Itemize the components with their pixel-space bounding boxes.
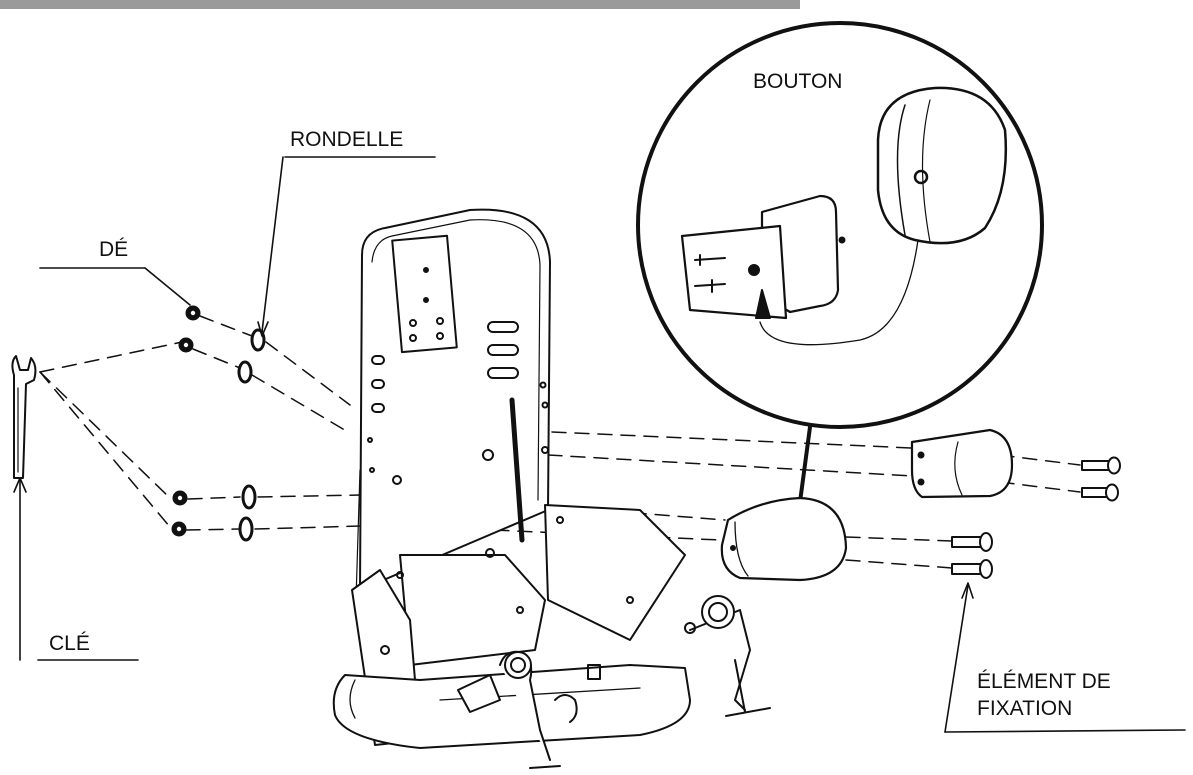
nuts [171, 305, 201, 537]
washers [237, 328, 266, 542]
top-crop-bar [0, 0, 800, 9]
label-cle: CLÉ [49, 632, 90, 655]
wrench-tool [11, 355, 37, 479]
label-element-de-fixation: ÉLÉMENT DE FIXATION [977, 670, 1111, 720]
bolts [951, 456, 1121, 579]
detail-callout [636, 21, 1044, 534]
large-pad [720, 496, 848, 582]
small-pad [910, 428, 1014, 499]
label-de: DÉ [99, 238, 129, 261]
label-bouton: BOUTON [753, 70, 843, 93]
seat-back [355, 208, 551, 601]
label-rondelle: RONDELLE [290, 128, 404, 151]
nut-holes [176, 310, 196, 532]
seat-base [332, 595, 771, 769]
